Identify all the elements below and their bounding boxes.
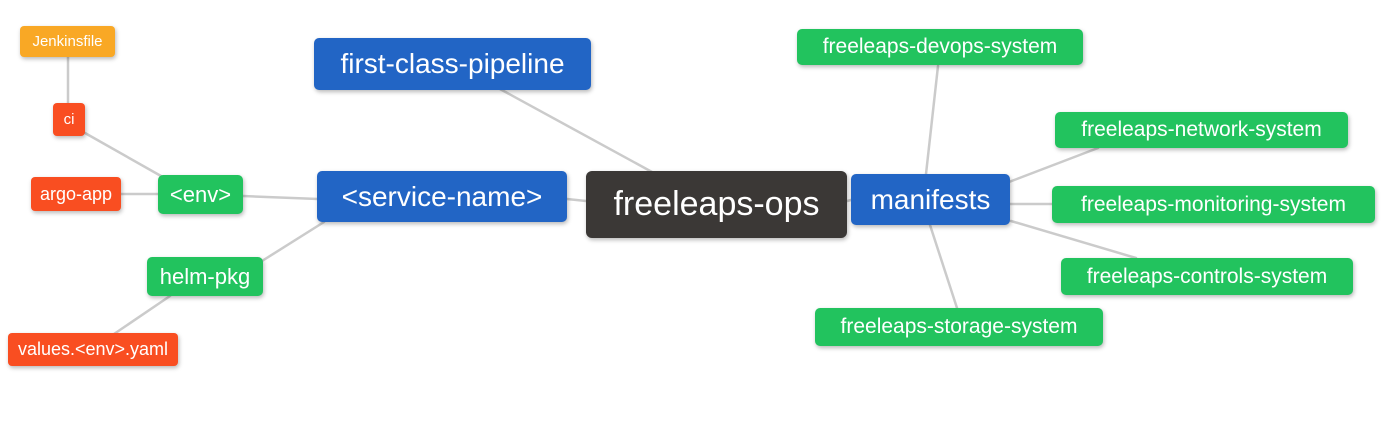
node-ci[interactable]: ci [53, 103, 85, 136]
node-jenkinsfile[interactable]: Jenkinsfile [20, 26, 115, 57]
edge-freeleaps-ops-manifests [845, 198, 853, 203]
node-env[interactable]: <env> [158, 175, 243, 214]
node-freeleaps-monitoring-system[interactable]: freeleaps-monitoring-system [1052, 186, 1375, 223]
node-freeleaps-storage-system[interactable]: freeleaps-storage-system [815, 308, 1103, 346]
edge-service-name-helm-pkg [260, 220, 326, 263]
edge-helm-pkg-values-env-yaml [112, 294, 172, 336]
edge-env-service-name [241, 194, 320, 201]
node-values-env-yaml[interactable]: values.<env>.yaml [8, 333, 178, 366]
edge-service-name-freeleaps-ops [565, 197, 588, 203]
node-freeleaps-ops-root[interactable]: freeleaps-ops [586, 171, 847, 238]
node-helm-pkg[interactable]: helm-pkg [147, 257, 263, 296]
edge-manifests-storage-system [928, 223, 959, 310]
node-freeleaps-controls-system[interactable]: freeleaps-controls-system [1061, 258, 1353, 295]
node-service-name[interactable]: <service-name> [317, 171, 567, 222]
edge-ci-env [83, 131, 163, 178]
node-freeleaps-network-system[interactable]: freeleaps-network-system [1055, 112, 1348, 148]
edge-manifests-network-system [1007, 146, 1100, 184]
node-first-class-pipeline[interactable]: first-class-pipeline [314, 38, 591, 90]
node-manifests[interactable]: manifests [851, 174, 1010, 225]
node-freeleaps-devops-system[interactable]: freeleaps-devops-system [797, 29, 1083, 65]
node-argo-app[interactable]: argo-app [31, 177, 121, 211]
edge-pipeline-freeleaps-ops [498, 87, 654, 174]
edge-manifests-devops-system [924, 64, 940, 176]
edge-manifests-controls-system [1009, 219, 1138, 260]
